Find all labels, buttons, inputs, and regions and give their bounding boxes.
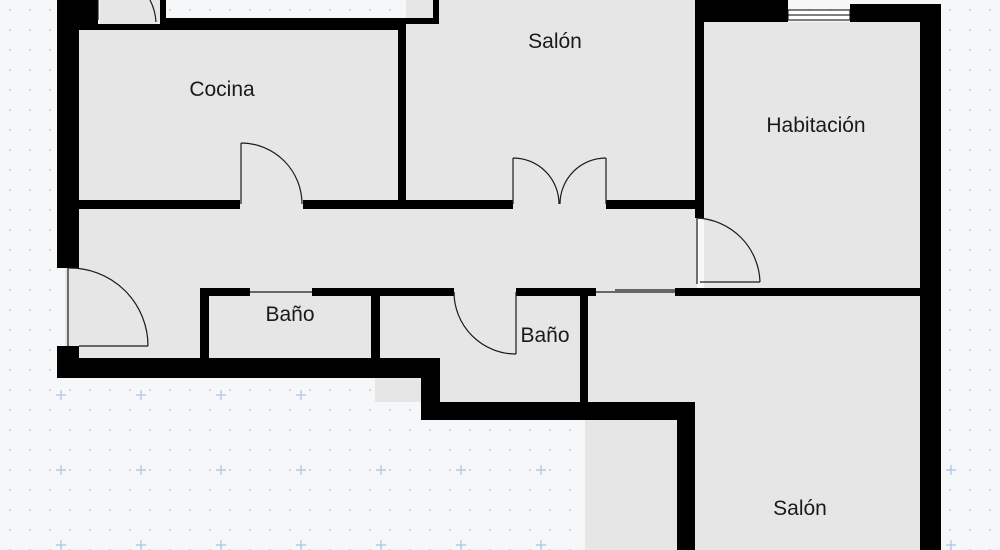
top-left-stub xyxy=(78,0,98,28)
top-counter-outline-left xyxy=(160,0,166,24)
wall-hall-bottom-d xyxy=(675,288,700,296)
outer-wall-left-upper xyxy=(57,0,79,268)
door-habitacion xyxy=(696,217,761,284)
room-label-bano-right: Baño xyxy=(520,324,570,347)
wall-bano-left-west xyxy=(200,288,209,360)
sliding-door-salon-bottom xyxy=(596,289,675,293)
outer-wall-salon-left xyxy=(677,402,695,550)
room-label-salon-top: Salón xyxy=(528,30,582,53)
outer-wall-top-mid xyxy=(695,0,788,22)
door-entry xyxy=(67,267,149,347)
outer-wall-bottom-left xyxy=(57,358,440,378)
top-counter-outline-bottom xyxy=(160,18,439,24)
wall-bano-right-east xyxy=(580,288,588,404)
cocina-top-wall xyxy=(78,24,403,30)
door-top-left xyxy=(97,0,157,23)
floor-areas xyxy=(65,0,921,550)
room-label-cocina: Cocina xyxy=(189,78,255,101)
room-label-bano-left: Baño xyxy=(265,303,315,326)
wall-cocina-bottom-a xyxy=(78,200,240,209)
hallway-floor xyxy=(65,204,697,292)
window-top xyxy=(787,9,851,21)
wall-salon-bottom xyxy=(606,200,697,209)
wall-hall-bottom-b xyxy=(312,288,454,296)
outer-wall-right xyxy=(920,4,941,550)
top-counter-outline-right xyxy=(433,0,439,24)
habitacion-floor xyxy=(704,22,921,292)
doors xyxy=(67,0,761,355)
bano-left-floor xyxy=(205,292,375,358)
wall-cocina-salon xyxy=(398,24,406,204)
wall-hall-bottom-c xyxy=(516,288,596,296)
salon-bottom-floor xyxy=(585,292,921,550)
wall-habitacion-bottom xyxy=(697,288,920,296)
walls xyxy=(57,0,941,550)
room-label-salon-bottom: Salón xyxy=(773,497,827,520)
salon-top-floor xyxy=(406,0,695,204)
door-bano-right xyxy=(453,291,517,355)
outer-wall-bottom-mid xyxy=(421,402,695,420)
cocina-floor xyxy=(78,28,400,204)
double-door-salon xyxy=(512,157,607,205)
wall-cocina-bottom-b xyxy=(303,200,513,209)
bano-right-floor xyxy=(375,292,585,402)
room-label-habitacion: Habitación xyxy=(766,114,866,137)
top-left-floor xyxy=(100,0,160,28)
wall-salon-habitacion xyxy=(695,0,704,218)
door-cocina xyxy=(240,142,303,205)
wall-hall-bottom-a xyxy=(200,288,250,296)
outer-wall-top-right xyxy=(850,4,941,22)
wall-banos-divider xyxy=(371,288,380,360)
